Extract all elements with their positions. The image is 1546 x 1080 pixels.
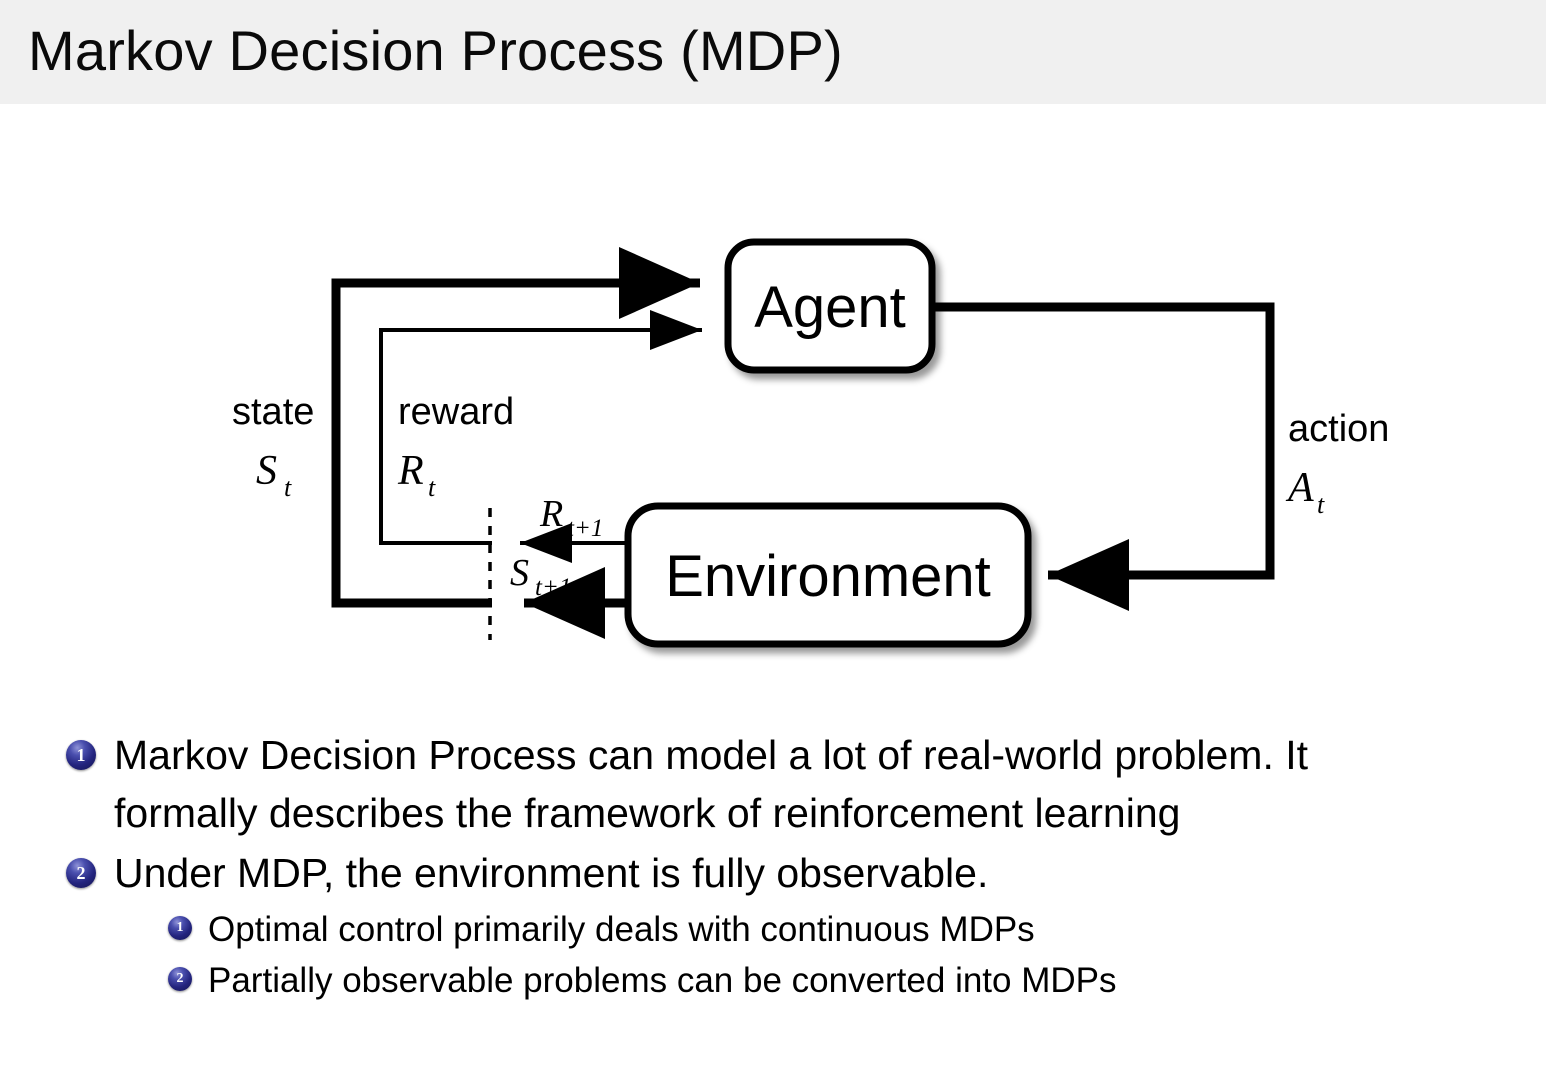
action-path: [932, 302, 1275, 611]
svg-text:A: A: [1285, 465, 1314, 511]
svg-text:S: S: [510, 552, 529, 594]
slide-header-bar: Markov Decision Process (MDP): [0, 0, 1546, 104]
agent-node-label: Agent: [754, 275, 906, 340]
svg-text:reward: reward: [398, 391, 514, 433]
state-label: state S t: [232, 391, 314, 502]
svg-text:action: action: [1288, 408, 1389, 450]
list-item: 2 Under MDP, the environment is fully ob…: [0, 844, 1546, 902]
bullet-line-2: formally describes the framework of rein…: [114, 790, 1181, 836]
svg-text:R: R: [397, 448, 424, 494]
reward-next-label: R t+1: [539, 493, 603, 542]
agent-environment-diagram: Agent Environment state S t reward R t a…: [0, 104, 1546, 694]
svg-text:S: S: [256, 448, 277, 494]
sub-bullet-text-2: Partially observable problems can be con…: [208, 961, 1117, 1000]
bullet-marker-1: 1: [66, 740, 96, 770]
sub-bullet-text-1: Optimal control primarily deals with con…: [208, 910, 1035, 949]
list-item: 2 Partially observable problems can be c…: [0, 955, 1546, 1006]
list-item: 1 Optimal control primarily deals with c…: [0, 904, 1546, 955]
reward-feedback-path: [379, 310, 702, 545]
svg-text:state: state: [232, 391, 314, 433]
bullet-list: 1 Markov Decision Process can model a lo…: [0, 726, 1546, 1006]
sub-bullet-marker-1: 1: [168, 916, 192, 940]
list-item: 1 Markov Decision Process can model a lo…: [0, 726, 1546, 842]
bullet-text-2: Under MDP, the environment is fully obse…: [114, 844, 1504, 902]
state-next-label: S t+1: [510, 552, 571, 601]
svg-text:t+1: t+1: [535, 574, 571, 601]
environment-node-label: Environment: [665, 544, 991, 609]
bullet-text-1: Markov Decision Process can model a lot …: [114, 726, 1504, 842]
bullet-line-1: Under MDP, the environment is fully obse…: [114, 850, 989, 896]
reward-label: reward R t: [397, 391, 514, 502]
svg-text:R: R: [539, 493, 563, 535]
svg-text:t: t: [1317, 490, 1325, 519]
svg-text:t: t: [428, 473, 436, 502]
sub-bullet-marker-2: 2: [168, 967, 192, 991]
svg-text:t+1: t+1: [567, 515, 603, 542]
environment-node: Environment: [624, 502, 1032, 648]
svg-text:t: t: [284, 473, 292, 502]
state-feedback-path: [331, 247, 700, 608]
page-title: Markov Decision Process (MDP): [28, 19, 843, 82]
agent-node: Agent: [724, 238, 936, 374]
bullet-marker-2: 2: [66, 858, 96, 888]
bullet-line-1: Markov Decision Process can model a lot …: [114, 732, 1309, 778]
action-label: action A t: [1285, 408, 1389, 519]
